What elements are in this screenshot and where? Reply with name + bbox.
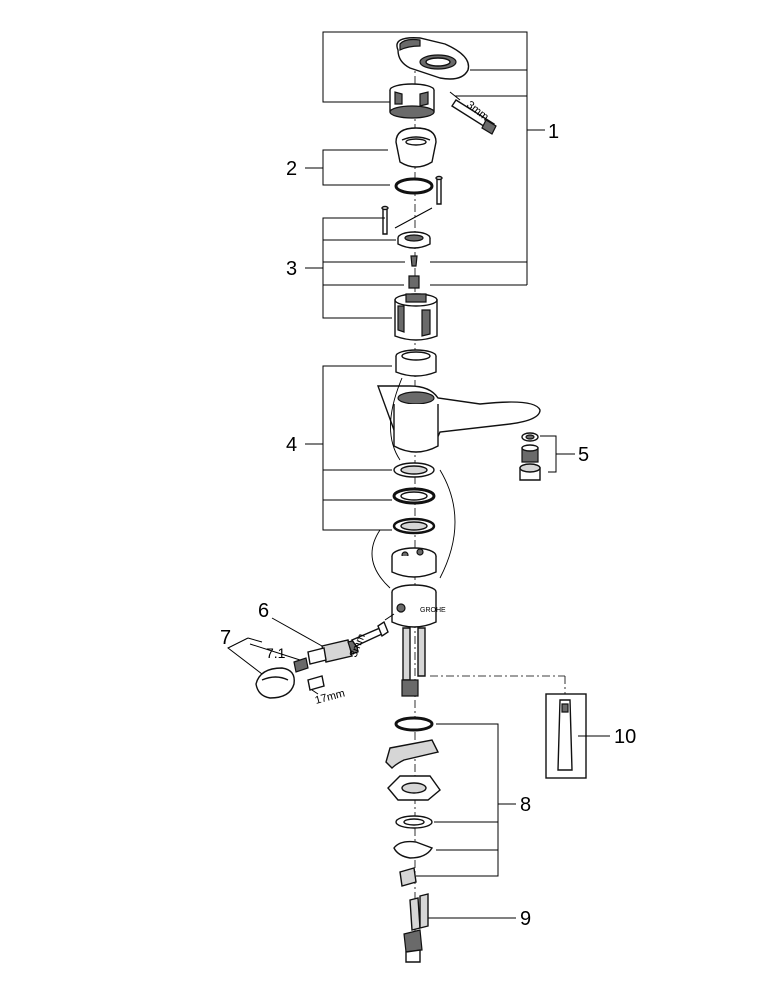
callout-9: 9 (520, 908, 531, 930)
grub-screw-part (293, 657, 309, 673)
small-pin-part (410, 255, 418, 267)
leader-4 (305, 365, 392, 531)
flex-hoses-part (401, 627, 426, 697)
callout-5: 5 (578, 444, 589, 466)
leader-8 (416, 723, 516, 877)
lock-ring-part (393, 840, 434, 859)
mounting-plate-part (387, 775, 441, 801)
mounting-nut-part (399, 867, 417, 887)
sleeve-ring-part (395, 349, 437, 377)
callout-10: 10 (614, 726, 636, 748)
valve-housing-part: GROHE (391, 584, 446, 628)
callout-8: 8 (520, 794, 531, 816)
top-adapter-part (389, 83, 435, 119)
o-ring-8-part (394, 716, 434, 732)
leader-3 (305, 217, 405, 319)
leader-7 (227, 637, 263, 675)
ring-b-part (392, 487, 436, 505)
hex-key-side: 3mm (348, 620, 389, 659)
hose-connectors-part (403, 893, 429, 963)
callout-1: 1 (548, 121, 559, 143)
aerator-housing-part (519, 463, 541, 481)
callout-4: 4 (286, 434, 297, 456)
callout-7-1: 7.1 (266, 645, 286, 661)
callout-6: 6 (258, 600, 269, 622)
assembly-arrow-right (439, 469, 456, 579)
leader-1-box (322, 31, 528, 285)
ring-a-part (393, 462, 435, 478)
aerator-washer-part (521, 432, 539, 442)
callout-2: 2 (286, 158, 297, 180)
spout-body-part (377, 385, 541, 453)
screw-left (381, 205, 389, 235)
o-ring-2-part (394, 177, 434, 195)
hex-key-side-label: 3mm (348, 632, 368, 659)
screw-right (394, 175, 443, 229)
leader-6 (271, 617, 323, 647)
stem-piece-part (408, 275, 420, 289)
callout-7: 7 (220, 627, 231, 649)
horseshoe-washer-part (385, 739, 440, 769)
nut-ring-part (397, 231, 431, 249)
leader-5 (540, 435, 575, 473)
valve-disc-part (391, 547, 437, 578)
leader-2 (305, 149, 390, 186)
aerator-insert-part (521, 444, 539, 463)
handle-cap-part (255, 667, 295, 699)
hex-key-top: 3mm (449, 91, 497, 135)
wrench-label: 17mm (314, 687, 347, 707)
flat-washer-part (395, 815, 433, 829)
cartridge-part (394, 293, 438, 341)
lever-handle-part (396, 37, 470, 80)
ring-c-part (392, 517, 436, 535)
assembly-arrow-left (371, 529, 391, 589)
wrench-socket-part: 17mm (307, 675, 347, 707)
svg-text:GROHE: GROHE (420, 607, 446, 614)
dome-cover-part (395, 127, 437, 168)
callout-3: 3 (286, 258, 297, 280)
